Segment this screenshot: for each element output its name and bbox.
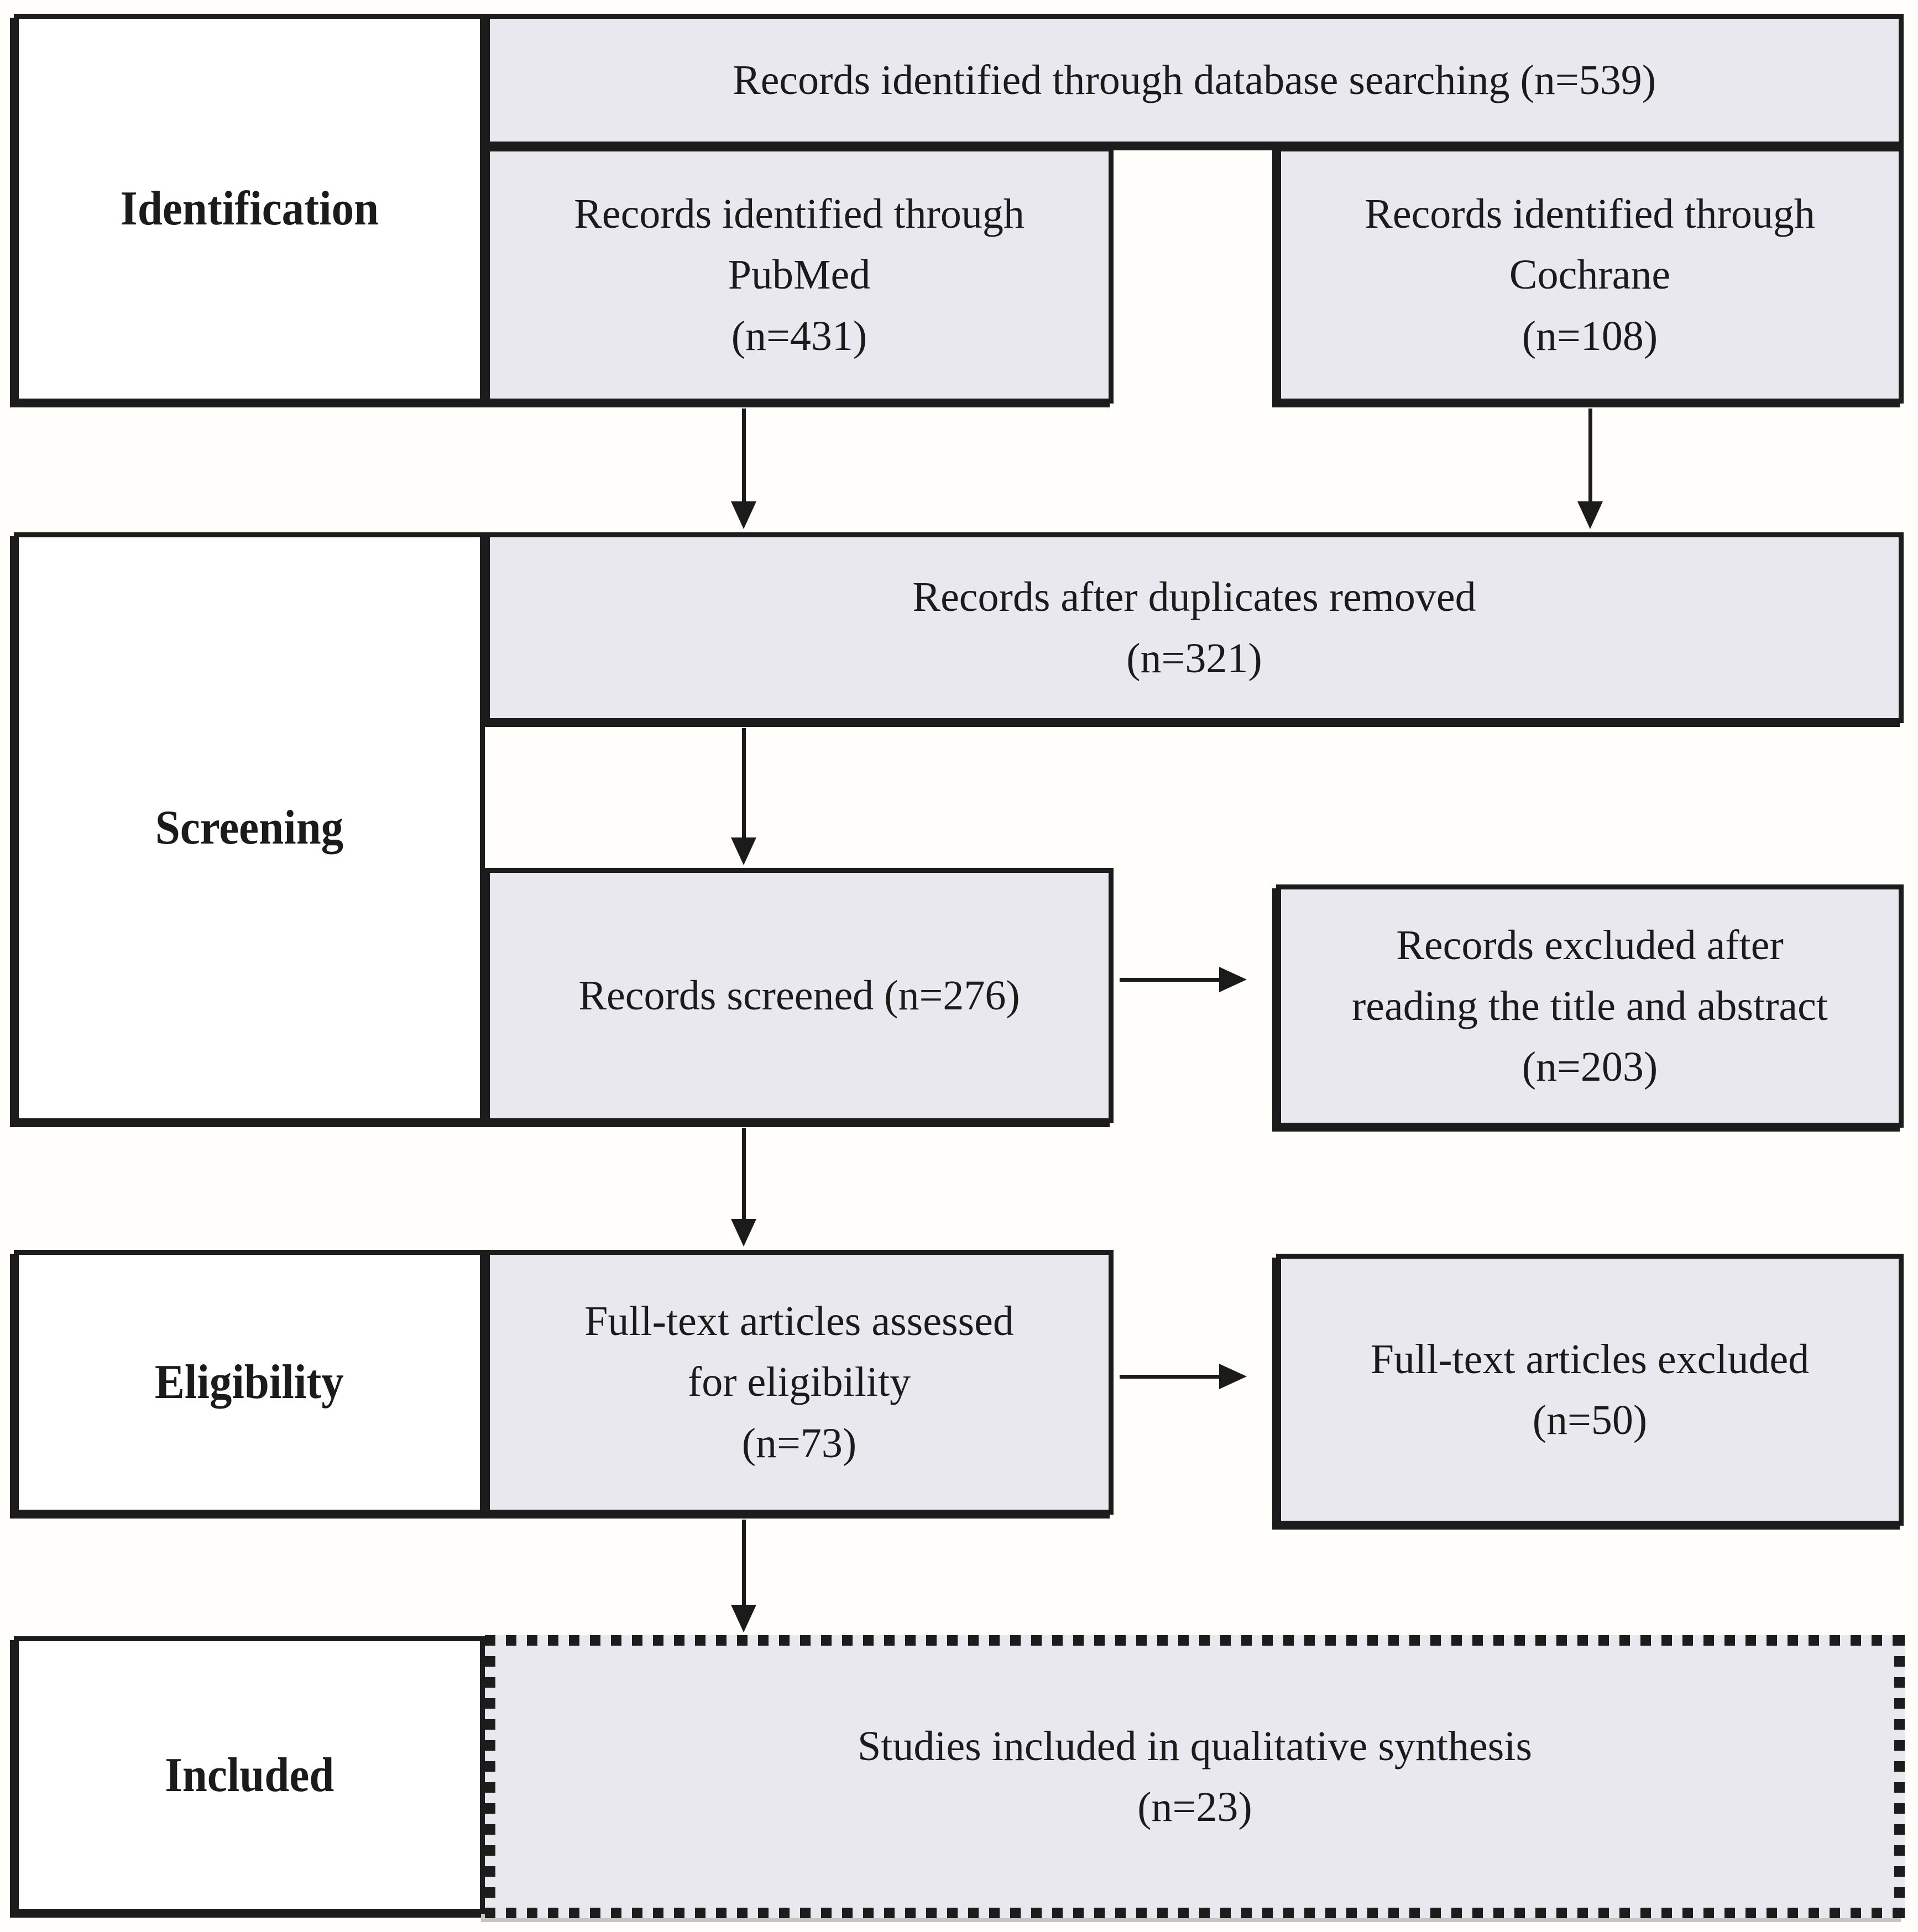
arrow-shaft [741,1128,746,1219]
stage-label-text: Included [165,1748,334,1802]
text-line: Records excluded after [1396,922,1784,968]
text-line: (n=50) [1532,1397,1648,1443]
stage-label-text: Eligibility [155,1355,344,1409]
text-line: Records identified through database sear… [733,56,1656,103]
box-records-after-duplicates-removed: Records after duplicates removed (n=321) [485,532,1904,723]
arrowhead-right-icon [1219,1364,1247,1389]
box-records-excluded-title-abstract: Records excluded after reading the title… [1276,884,1904,1128]
arrowhead-down-icon [731,1605,756,1632]
arrow-cochrane-to-duplicates [1577,409,1603,529]
arrow-shaft [1588,409,1592,501]
text-line: (n=321) [1126,635,1262,682]
stage-label-identification: Identification [14,14,485,404]
box-records-identified-pubmed: Records identified through PubMed (n=431… [485,146,1114,404]
text-line: reading the title and abstract [1352,982,1828,1029]
text-line: (n=431) [731,312,867,359]
arrow-screened-to-assessed [731,1128,756,1247]
text-line: Records screened (n=276) [578,972,1020,1019]
text-line: Full-text articles assessed [584,1298,1014,1345]
stage-label-included: Included [14,1636,485,1914]
text-line: (n=108) [1522,312,1658,359]
text-line: for eligibility [687,1359,911,1406]
arrow-shaft [741,1520,746,1605]
text-line: Records identified through [574,191,1025,238]
stage-label-eligibility: Eligibility [14,1250,485,1515]
text-line: Studies included in qualitative synthesi… [857,1722,1533,1769]
stage-label-text: Identification [120,182,379,235]
text-line: (n=73) [741,1420,857,1467]
box-records-identified-database-searching: Records identified through database sear… [485,14,1904,146]
text-line: Cochrane [1509,252,1671,299]
box-fulltext-excluded: Full-text articles excluded (n=50) [1276,1254,1904,1526]
box-records-screened: Records screened (n=276) [485,868,1114,1123]
arrowhead-down-icon [731,837,756,865]
arrow-assessed-to-included [731,1520,756,1632]
arrowhead-down-icon [1577,501,1603,529]
arrow-shaft [1120,1374,1219,1379]
stage-label-screening: Screening [14,532,485,1123]
arrow-duplicates-to-screened [731,728,756,865]
arrow-pubmed-to-duplicates [731,409,756,529]
text-line: Records after duplicates removed [912,574,1476,621]
arrow-shaft [741,409,746,501]
arrowhead-right-icon [1219,967,1247,992]
arrow-shaft [741,728,746,837]
arrow-screened-to-excluded [1120,967,1247,992]
stage-label-text: Screening [155,801,344,855]
text-line: PubMed [728,252,871,299]
arrow-shaft [1120,977,1219,982]
text-line: (n=203) [1522,1044,1658,1091]
arrowhead-down-icon [731,501,756,529]
box-records-identified-cochrane: Records identified through Cochrane (n=1… [1276,146,1904,404]
text-line: Records identified through [1365,191,1815,238]
arrowhead-down-icon [731,1219,756,1247]
arrow-assessed-to-fulltext-excluded [1120,1364,1247,1389]
text-line: (n=23) [1137,1784,1252,1830]
box-studies-included-qualitative-synthesis: Studies included in qualitative synthesi… [485,1635,1905,1918]
box-fulltext-assessed-eligibility: Full-text articles assessed for eligibil… [485,1250,1114,1515]
text-line: Full-text articles excluded [1370,1336,1810,1383]
